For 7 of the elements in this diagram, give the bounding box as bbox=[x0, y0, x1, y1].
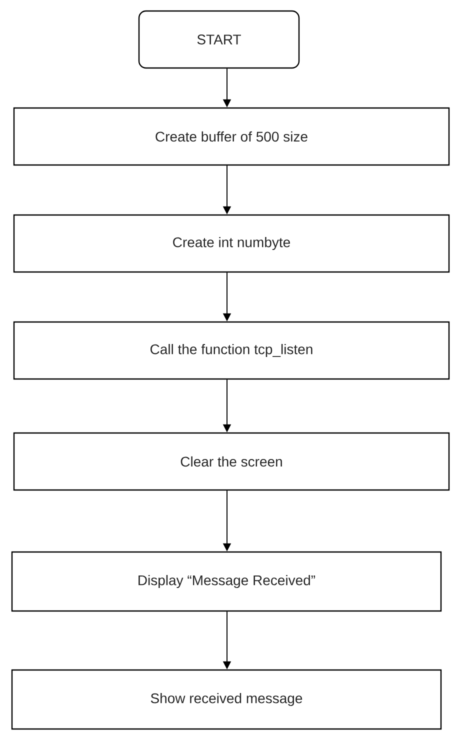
process-box: Clear the screen bbox=[13, 432, 450, 491]
process-box: Show received message bbox=[11, 669, 442, 730]
process-box: Create buffer of 500 size bbox=[13, 107, 450, 166]
process-box: Call the function tcp_listen bbox=[13, 321, 450, 380]
process-box: Create int numbyte bbox=[13, 214, 450, 273]
start-terminal: START bbox=[138, 10, 300, 69]
process-box: Display “Message Received” bbox=[11, 551, 442, 612]
